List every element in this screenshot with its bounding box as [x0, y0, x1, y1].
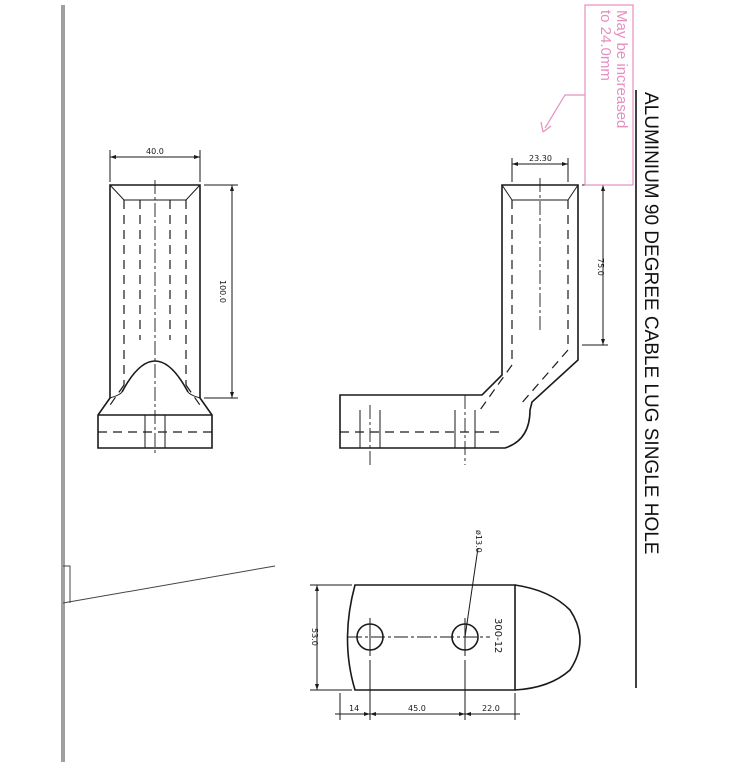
drawing-title-group: ALUMINIUM 90 DEGREE CABLE LUG SINGLE HOL…	[635, 90, 661, 688]
revision-note-arrow	[544, 94, 585, 129]
dim-side-barrel-width: 23.30	[529, 154, 552, 163]
dim-palm-hole-spacing: 45.0	[408, 704, 426, 713]
dim-front-width: 40.0	[146, 147, 164, 156]
side-view: 23.30 75.0	[339, 154, 608, 465]
revision-note-line2: to 24.0mm	[597, 10, 614, 81]
dim-palm-width: 53.0	[310, 628, 319, 646]
revision-note: May be increased to 24.0mm	[540, 4, 634, 186]
part-code: 300-12	[492, 618, 503, 653]
dim-palm-edge: 14	[349, 704, 359, 713]
drawing-title: ALUMINIUM 90 DEGREE CABLE LUG SINGLE HOL…	[640, 92, 661, 554]
sheet-edge-line	[62, 565, 276, 604]
sheet-edge-tab	[63, 565, 71, 603]
revision-note-line1: May be increased	[613, 10, 630, 128]
dim-side-barrel-height: 75.0	[596, 258, 605, 276]
dim-front-height: 100.0	[218, 280, 227, 303]
dim-palm-hole-dia: ø13.0	[474, 530, 483, 553]
palm-view: ø13.0 300-12 53.0 14 45.0 22.0	[310, 530, 581, 720]
front-view: 40.0 100.0	[97, 147, 238, 455]
dim-palm-end: 22.0	[482, 704, 500, 713]
